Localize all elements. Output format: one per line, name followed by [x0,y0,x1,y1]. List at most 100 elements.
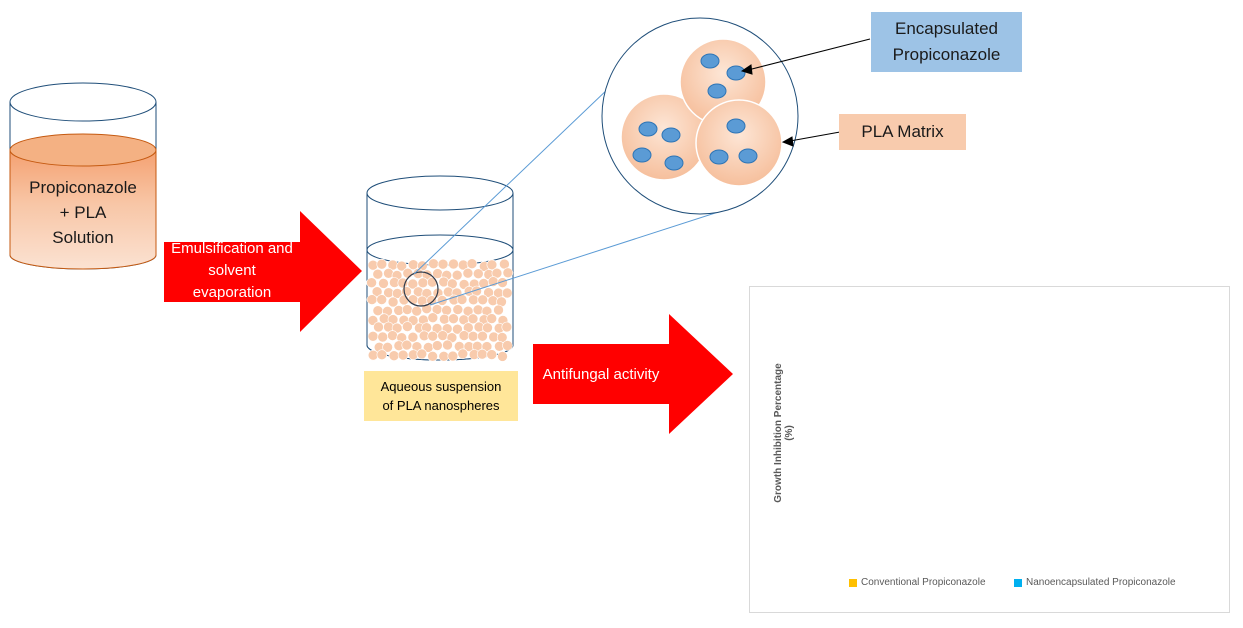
solution-label-line: Solution [52,228,114,247]
drug-particle [738,148,758,164]
nanosphere [466,258,478,270]
nanosphere [437,258,449,270]
solution-surface [9,133,157,167]
beaker-nanospheres [366,175,514,362]
legend-label: Conventional Propiconazole [861,577,986,588]
nanosphere [427,312,439,324]
nanosphere [402,321,413,332]
callout-arrow [789,131,841,142]
nanosphere [451,269,463,281]
nanosphere [468,294,479,306]
nanosphere [428,258,439,270]
nanosphere [407,294,419,306]
process-arrow [164,211,362,332]
nanosphere [497,351,508,362]
nanosphere [397,349,409,361]
arrow-label-line: evaporation [192,284,272,301]
arrow-label-line: solvent [208,262,256,279]
nanosphere [439,313,450,325]
legend-item: Conventional Propiconazole [849,577,986,588]
legend-swatch [849,578,857,587]
drug-particle [632,147,652,163]
pla-nanosphere [695,99,783,187]
nanosphere [457,348,469,360]
nanosphere [452,304,464,315]
nanosphere [367,259,379,271]
nanosphere [382,341,393,353]
nanosphere [387,296,399,308]
nanosphere [482,322,493,334]
nanosphere [467,330,479,342]
nanosphere [472,268,484,280]
chart-frame [749,286,1230,613]
nanosphere [376,294,388,305]
zoom-line [429,204,741,306]
nanosphere [472,304,484,316]
nanosphere [493,304,504,316]
beaker-solution [9,82,157,270]
drug-particle [700,53,720,69]
nanosphere [432,268,443,279]
caption-line: Aqueous suspension [380,379,502,394]
nanosphere [396,260,408,272]
nanosphere [366,277,377,289]
antifungal-label: Antifungal activity [533,364,669,386]
nanosphere [407,259,419,271]
beaker-rim [366,175,514,211]
nanosphere [501,321,513,333]
nanosphere [462,267,474,279]
drug-particle [638,121,658,137]
nanosphere [427,330,439,342]
nanosphere [376,349,388,361]
zoom-circle [403,271,439,307]
nanosphere [437,330,449,341]
nanosphere-cluster [366,258,514,362]
nanosphere [411,305,423,317]
nanosphere [486,349,498,360]
callout-arrow [747,38,871,71]
caption-line: of PLA nanospheres [382,398,500,413]
nanosphere [447,350,459,362]
nanosphere [388,350,400,362]
nanosphere [442,339,453,351]
nanosphere [431,340,443,351]
nanosphere [377,331,389,343]
callout-line: Propiconazole [892,45,1001,64]
legend-label: Nanoencapsulated Propiconazole [1026,577,1176,588]
nanosphere [486,313,498,324]
nanosphere [476,348,488,360]
encapsulated-callout: Encapsulated Propiconazole [871,12,1022,72]
drug-particle [709,149,729,165]
solution-liquid [9,149,157,270]
nanosphere [448,258,459,270]
drug-particle [707,83,727,99]
nanosphere [502,340,513,351]
solution-label-line: Propiconazole [29,178,137,197]
callout-text: PLA Matrix [861,122,944,141]
nanosphere [367,330,379,342]
y-axis-title: Growth Inhibition Percentage (%) [773,363,795,503]
beaker-rim [9,82,157,122]
drug-particle [726,118,746,134]
nanosphere [402,267,414,279]
nanosphere [407,331,419,343]
nanosphere [452,323,463,335]
nanosphere [372,305,384,317]
nanosphere [387,330,398,341]
solution-label: Propiconazole + PLA Solution [14,175,152,250]
drug-particle [664,155,684,171]
nanosphere [426,276,438,288]
nanosphere [401,304,413,315]
callout-arrowhead [740,64,753,75]
antifungal-arrow [533,314,733,434]
nanosphere [501,287,513,299]
drug-particles [632,53,758,171]
drug-particle [661,127,681,143]
nanosphere [401,339,413,351]
nanosphere [373,321,384,333]
nanosphere [427,350,438,362]
solution-label-line: + PLA [59,203,107,222]
legend-item: Nanoencapsulated Propiconazole [1014,577,1176,588]
nanosphere [497,277,508,288]
nanosphere [502,267,514,279]
